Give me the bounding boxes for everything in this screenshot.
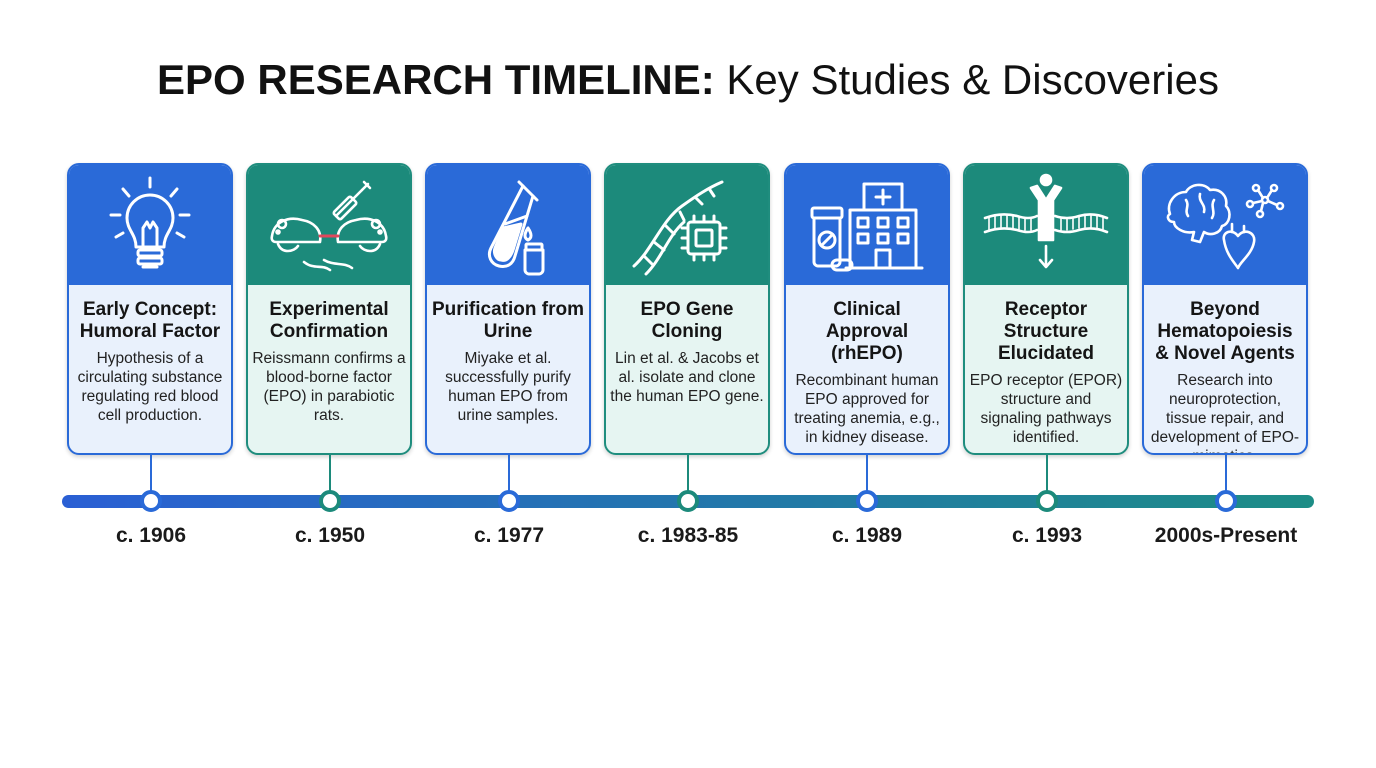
card-title: EPO Gene Cloning — [640, 299, 734, 342]
timeline-node — [677, 490, 699, 512]
dna-chip-icon — [632, 180, 728, 276]
card-icon-panel — [248, 165, 410, 285]
lightbulb-icon — [109, 176, 191, 269]
page-title: EPO RESEARCH TIMELINE: Key Studies & Dis… — [0, 54, 1376, 106]
card-icon-panel — [1144, 165, 1306, 285]
card-description: Research into neuroprotection, tissue re… — [1150, 372, 1300, 453]
date-label: 2000s-Present — [1154, 524, 1298, 547]
connector-line — [866, 455, 868, 495]
brain-heart-molecule-icon — [1166, 183, 1285, 270]
milestone-card-1993: Receptor Structure Elucidated EPO recept… — [963, 163, 1129, 455]
card-title: Experimental Confirmation — [269, 299, 389, 342]
date-label: c. 1950 — [294, 524, 366, 547]
connector-line — [1046, 455, 1048, 495]
card-description: Recombinant human EPO approved for treat… — [794, 372, 940, 446]
medicine-hospital-icon — [810, 182, 924, 272]
title-rest: Key Studies & Discoveries — [714, 56, 1219, 103]
connector-line — [508, 455, 510, 495]
connector-line — [150, 455, 152, 495]
card-description: Hypothesis of a circulating substance re… — [77, 350, 223, 424]
card-description: EPO receptor (EPOR) structure and signal… — [969, 372, 1123, 446]
milestone-card-1977: Purification from Urine Miyake et al. su… — [425, 163, 591, 455]
test-tube-vial-icon — [487, 180, 545, 276]
card-icon-panel — [606, 165, 768, 285]
card-title: Early Concept: Humoral Factor — [79, 299, 221, 342]
card-icon-panel — [427, 165, 589, 285]
timeline-node — [1215, 490, 1237, 512]
date-label: c. 1906 — [115, 524, 187, 547]
timeline-node — [140, 490, 162, 512]
card-icon-panel — [965, 165, 1127, 285]
milestone-card-1989: Clinical Approval (rhEPO) Recombinant hu… — [784, 163, 950, 455]
milestone-card-2000s-present: Beyond Hematopoiesis & Novel Agents Rese… — [1142, 163, 1308, 455]
timeline-node — [319, 490, 341, 512]
card-title: Clinical Approval (rhEPO) — [825, 299, 909, 364]
receptor-membrane-icon — [983, 173, 1109, 269]
date-label: c. 1977 — [473, 524, 545, 547]
card-icon-panel — [69, 165, 231, 285]
timeline-node — [498, 490, 520, 512]
card-title: Purification from Urine — [431, 299, 584, 342]
timeline-node — [856, 490, 878, 512]
card-description: Lin et al. & Jacobs et al. isolate and c… — [610, 350, 764, 405]
milestone-card-1983-85: EPO Gene Cloning Lin et al. & Jacobs et … — [604, 163, 770, 455]
card-description: Miyake et al. successfully purify human … — [445, 350, 571, 424]
title-bold: EPO RESEARCH TIMELINE: — [157, 56, 715, 103]
card-icon-panel — [786, 165, 948, 285]
connector-line — [1225, 455, 1227, 495]
connector-line — [687, 455, 689, 495]
timeline-node — [1036, 490, 1058, 512]
date-label: c. 1989 — [831, 524, 903, 547]
card-title: Receptor Structure Elucidated — [997, 299, 1095, 364]
card-title: Beyond Hematopoiesis & Novel Agents — [1155, 299, 1295, 364]
date-label: c. 1993 — [1011, 524, 1083, 547]
card-description: Reissmann confirms a blood-borne factor … — [252, 350, 406, 424]
milestone-card-1950: Experimental Confirmation Reissmann conf… — [246, 163, 412, 455]
date-label: c. 1983-85 — [637, 524, 739, 547]
parabiotic-rats-syringe-icon — [270, 180, 388, 272]
connector-line — [329, 455, 331, 495]
milestone-card-1906: Early Concept: Humoral Factor Hypothesis… — [67, 163, 233, 455]
